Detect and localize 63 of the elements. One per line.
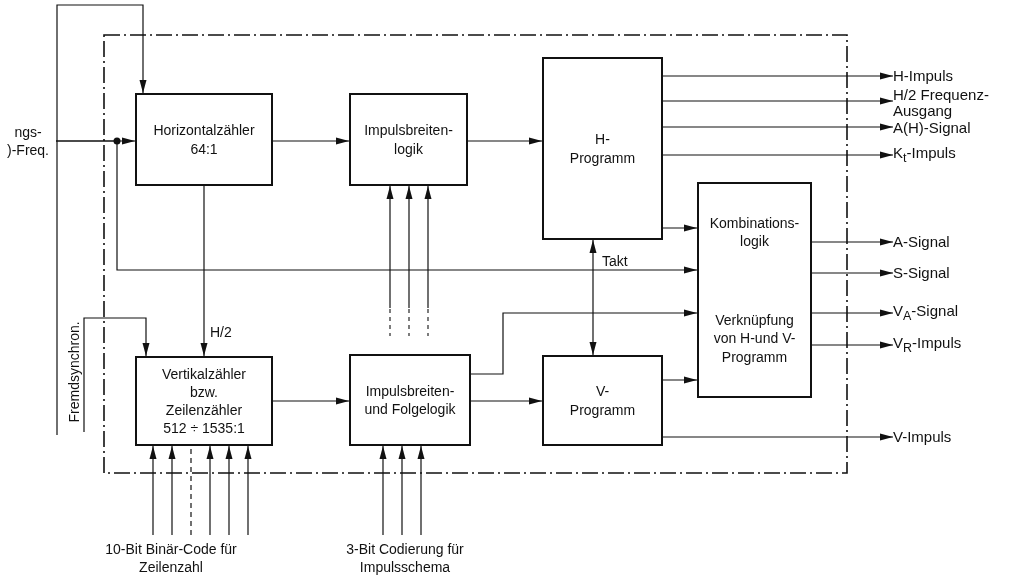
output-label: V-Impuls <box>893 428 952 446</box>
output-label: V$_{R}$-Impuls <box>893 334 962 356</box>
arrow <box>662 376 698 384</box>
counter-box <box>135 93 273 186</box>
arrow <box>662 123 894 131</box>
arrow <box>56 4 147 436</box>
edge-label: Fremdsynchron. <box>66 320 82 425</box>
arrow <box>662 224 698 232</box>
logic-box <box>349 93 468 186</box>
edge-label: Takt <box>600 253 630 269</box>
arrow <box>811 269 894 277</box>
program-box <box>542 355 663 446</box>
arrow <box>405 185 413 309</box>
arrow <box>55 140 698 274</box>
box-title: H- Programm <box>569 130 636 167</box>
arrow <box>225 445 233 536</box>
input-label: ngs- )-Freq. <box>6 122 50 160</box>
box-title: Horizontalzähler <box>153 121 255 140</box>
output-label: K$_{t}$-Impuls <box>893 144 956 166</box>
box-title: V- Programm <box>569 382 636 419</box>
arrow <box>470 397 543 405</box>
arrow <box>811 309 894 317</box>
output-label: A(H)-Signal <box>893 119 971 137</box>
arrow <box>83 317 150 433</box>
output-label: H-Impuls <box>893 67 953 85</box>
arrow <box>398 445 406 536</box>
arrow <box>379 445 387 536</box>
logic-box <box>349 354 471 446</box>
counter-box <box>135 356 273 446</box>
output-label: A-Signal <box>893 233 950 251</box>
box-title: Impulsbreiten- und Folgelogik <box>363 381 457 419</box>
arrow <box>417 445 425 536</box>
box-title: Kombinations- logik <box>709 214 800 251</box>
arrow <box>470 309 698 375</box>
input-label: 3-Bit Codierung für Impulsschema <box>345 539 465 577</box>
arrow <box>424 185 432 309</box>
input-label: 10-Bit Binär-Code für Zeilenzahl <box>104 539 238 577</box>
arrow <box>272 137 350 145</box>
arrow <box>168 445 176 536</box>
arrow <box>386 185 394 309</box>
program-box <box>542 57 663 240</box>
arrow <box>662 151 894 159</box>
arrow <box>200 185 208 357</box>
output-label: S-Signal <box>893 264 950 282</box>
arrow <box>206 445 214 536</box>
box-description: 64:1 <box>190 139 218 158</box>
arrow <box>662 433 894 441</box>
arrow <box>149 445 157 536</box>
box-description: Verknüpfung von H-und V- Programm <box>712 311 797 366</box>
output-label: H/2 Frequenz- Ausgang <box>893 86 990 120</box>
edge-label: H/2 <box>208 324 234 340</box>
arrow <box>662 97 894 105</box>
arrow <box>272 397 350 405</box>
arrow <box>467 137 543 145</box>
arrow <box>811 341 894 349</box>
arrow <box>244 445 252 536</box>
arrow <box>662 72 894 80</box>
arrow <box>589 239 597 356</box>
box-title: Impulsbreiten- logik <box>363 121 454 158</box>
logic-box <box>697 182 812 398</box>
output-label: V$_{A}$-Signal <box>893 302 959 324</box>
box-title: Vertikalzähler bzw. Zeilenzähler 512 ÷ 1535:1 <box>160 364 247 438</box>
arrow <box>811 238 894 246</box>
